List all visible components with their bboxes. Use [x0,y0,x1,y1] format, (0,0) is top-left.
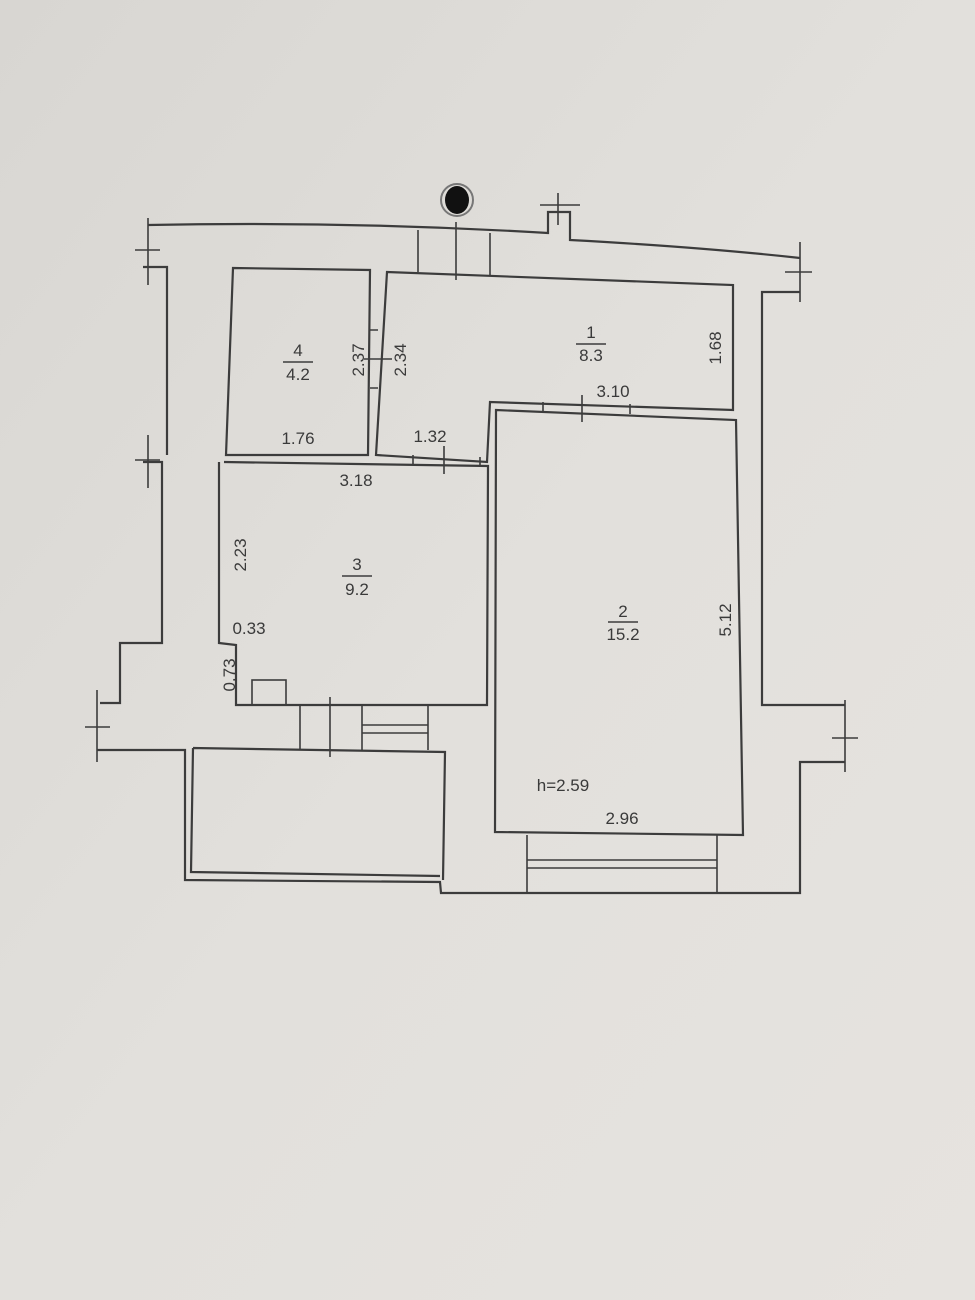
room-3-balcony-door [299,697,429,757]
ceiling-height: h=2.59 [537,776,589,795]
dim-room1-door: 1.32 [413,427,446,446]
riser-pipe-icon [440,183,474,217]
dim-room1-left: 2.34 [391,343,410,376]
dim-room3-left: 2.23 [231,538,250,571]
doorway-room4-room1 [364,329,392,389]
dim-room3-notch-height: 0.73 [220,658,239,691]
top-window [417,222,491,280]
dim-room1-right: 1.68 [706,331,725,364]
doorway-room1-room2 [542,395,631,422]
room-1-number: 1 [586,323,595,342]
room-2-area: 15.2 [606,625,639,644]
room-3-area: 9.2 [345,580,369,599]
dim-room2-height: 5.12 [716,603,735,636]
room-4-area: 4.2 [286,365,310,384]
dim-room4-height: 2.37 [349,343,368,376]
room-4-outline [224,266,372,457]
room-2-window [526,835,718,893]
dim-room4-width: 1.76 [281,429,314,448]
outer-walls [97,210,845,895]
dim-room3-width: 3.18 [339,471,372,490]
room-4-number: 4 [293,341,302,360]
room-3-outline [217,460,490,707]
room-3-number: 3 [352,555,361,574]
room-2-number: 2 [618,602,627,621]
wall-break-marks [85,193,858,772]
dim-room1-bottom: 3.10 [596,382,629,401]
balcony-outline [189,746,447,881]
dim-room3-notch-width: 0.33 [232,619,265,638]
room-1-outline [374,270,735,464]
room-3-cabinet [251,679,287,706]
dim-room2-width: 2.96 [605,809,638,828]
room-2-outline [493,408,745,837]
room-1-area: 8.3 [579,346,603,365]
doorway-room1-room3 [412,446,481,474]
